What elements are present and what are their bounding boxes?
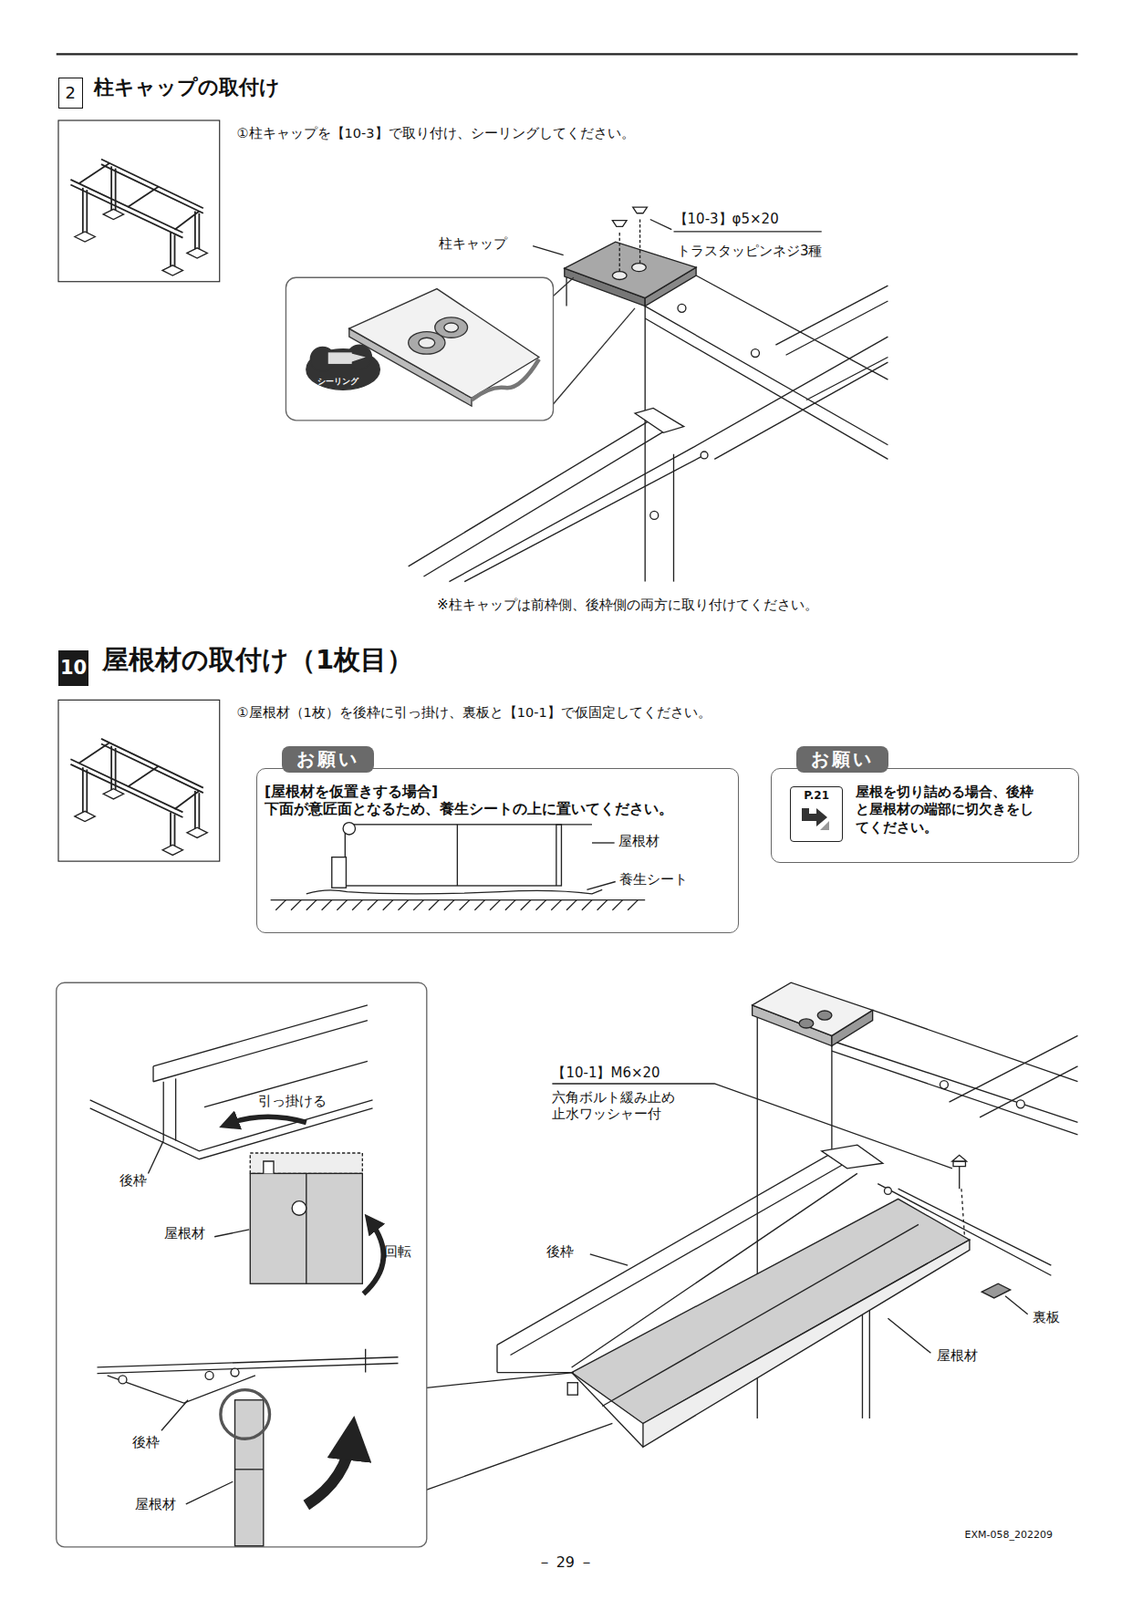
thumbnail [58, 120, 220, 282]
note-body: 屋根を切り詰める場合、後枠と屋根材の端部に切欠きをしてください。 [855, 783, 1039, 838]
top-rule [56, 52, 1079, 55]
roof-install-drawing [426, 982, 1079, 1490]
page-corner [820, 820, 830, 831]
part-name: 屋根材 [135, 1495, 177, 1514]
roof-panel-profile [270, 822, 646, 911]
step-number-box: 2 [58, 77, 84, 109]
thumbnail [58, 699, 220, 862]
page-ref-arrow [798, 804, 835, 832]
instruction: ①柱キャップを【10-3】で取り付け、シーリングしてください。 [237, 124, 635, 142]
step-number-box: 10 [58, 650, 90, 686]
part-name: トラスタッピンネジ3種 [676, 242, 823, 260]
hook-detail-inset [56, 982, 427, 1548]
sealing-icon-text: シーリング [317, 376, 359, 387]
page-ref: P.21 [790, 789, 842, 803]
arrow-glyph [801, 808, 828, 827]
page-ref-icon: P.21 [789, 786, 843, 843]
part-name: 後枠 [119, 1172, 147, 1190]
step-number: 2 [64, 84, 75, 102]
instruction: ①屋根材（1枚）を後枠に引っ掛け、裏板と【10-1】で仮固定してください。 [237, 704, 712, 721]
cap-detail-inset [285, 277, 635, 421]
part-code: 【10-3】φ5×20 [674, 210, 779, 229]
note-tab: お願い [281, 746, 374, 773]
part-name: 養生シート [619, 871, 688, 889]
part-name: 六角ボルト緩み止め 止水ワッシャー付 [551, 1089, 680, 1122]
note: ※柱キャップは前枠側、後枠側の両方に取り付けてください。 [436, 596, 819, 614]
part-name: 裏板 [1032, 1308, 1060, 1327]
section-heading: 屋根材の取付け（1枚目） [102, 643, 414, 676]
page-number: － 29 － [537, 1553, 595, 1572]
action-label: 回転 [384, 1243, 412, 1261]
post-cap-drawing [408, 207, 889, 582]
part-name: 屋根材 [164, 1225, 206, 1243]
part-name: 屋根材 [618, 832, 660, 851]
document-code: EXM-058_202209 [964, 1528, 1052, 1542]
request-note-box: お願い[屋根材を仮置きする場合]下面が意匠面となるため、養生シートの上に置いてく… [256, 768, 739, 934]
note-tab: お願い [796, 746, 889, 773]
part-name: 後枠 [546, 1243, 574, 1261]
part-name: 後枠 [132, 1433, 160, 1452]
request-note-box: お願い屋根を切り詰める場合、後枠と屋根材の端部に切欠きをしてください。P.21 [770, 768, 1080, 863]
section-heading: 柱キャップの取付け [93, 74, 281, 101]
part-name: 屋根材 [936, 1347, 978, 1365]
step-number: 10 [60, 658, 87, 678]
note-body: 下面が意匠面となるため、養生シートの上に置いてください。 [264, 800, 738, 819]
part-name: 柱キャップ [438, 235, 508, 253]
action-label: 引っ掛ける [258, 1092, 327, 1111]
part-code: 【10-1】M6×20 [551, 1064, 660, 1082]
note-heading: [屋根材を仮置きする場合] [264, 783, 738, 801]
